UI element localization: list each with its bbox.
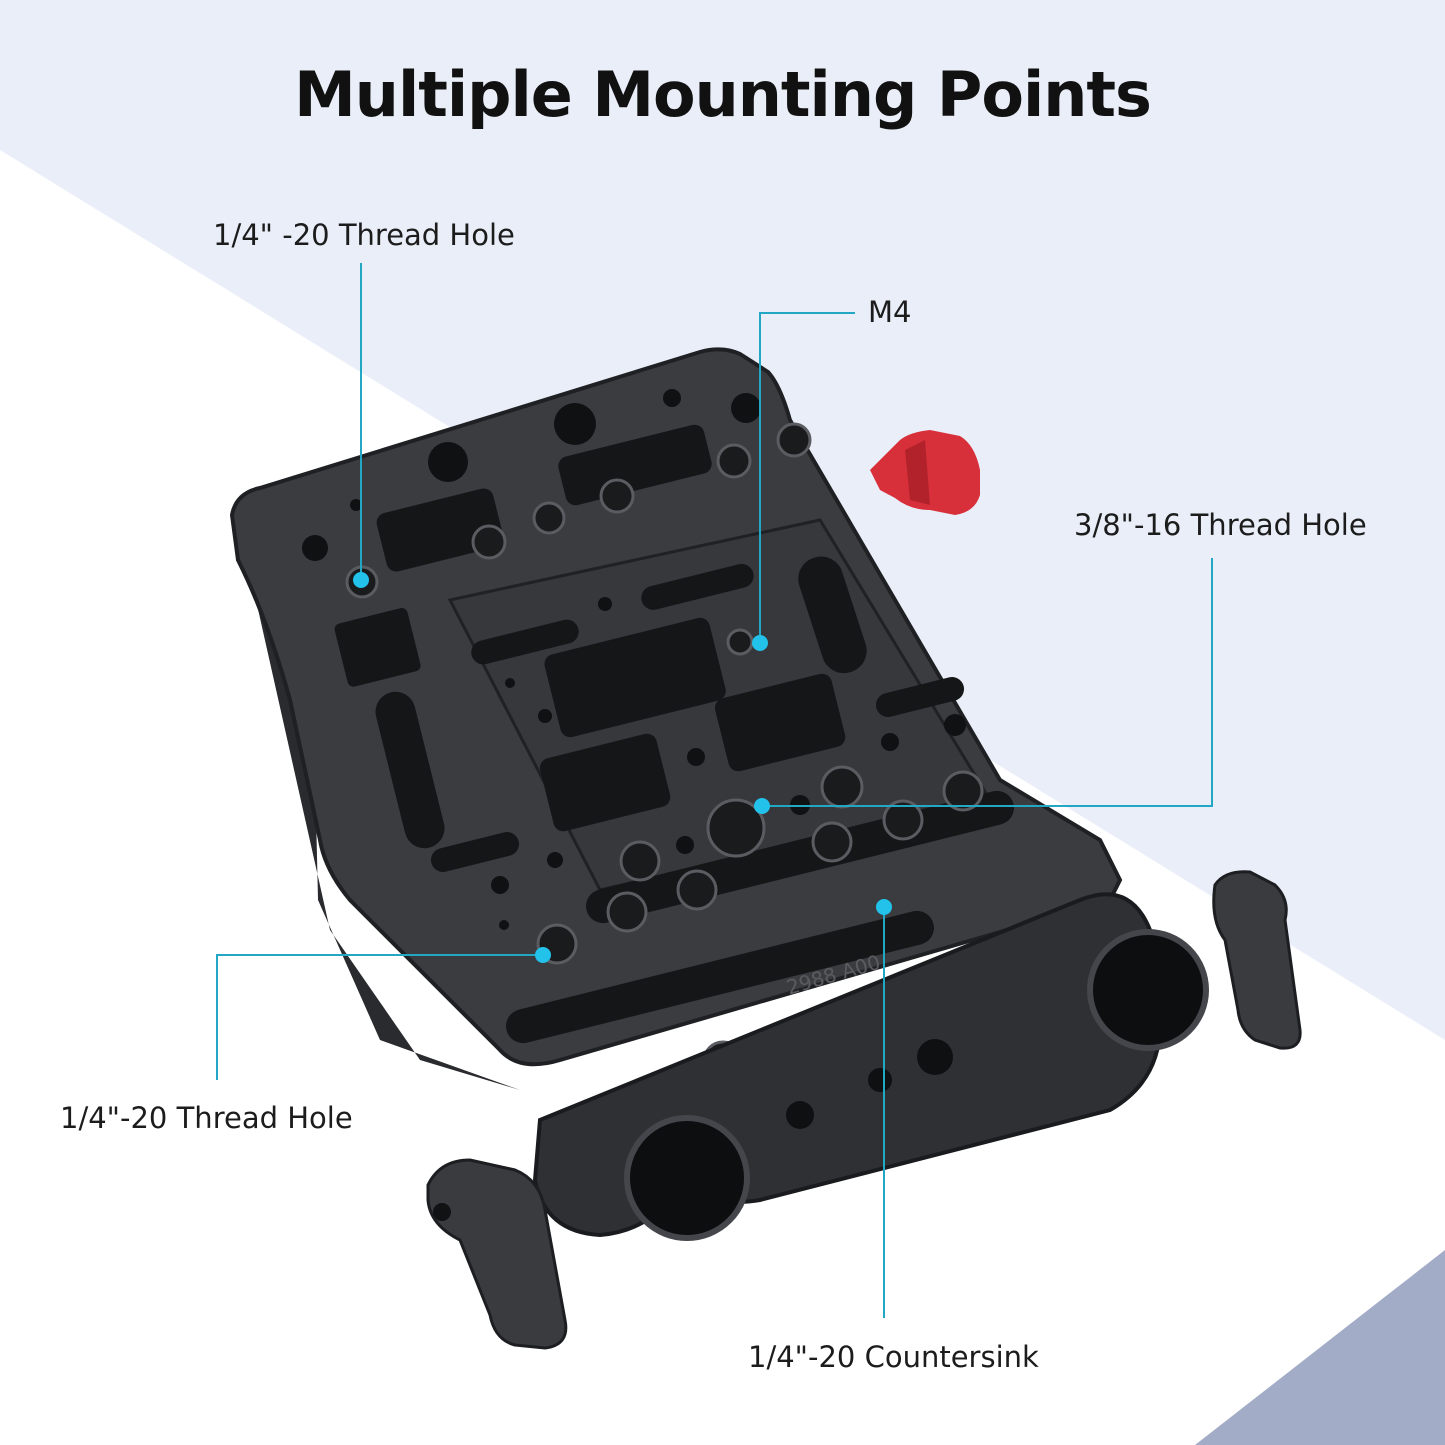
callout-m4: M4 <box>868 295 912 329</box>
clamp-lever-right <box>1212 870 1302 1050</box>
callout-quarter-inch-thread-left: 1/4"-20 Thread Hole <box>60 1101 353 1135</box>
dot-countersink <box>876 899 892 915</box>
callout-quarter-inch-thread-top: 1/4" -20 Thread Hole <box>213 218 515 252</box>
clamp-lever-left <box>426 1158 568 1350</box>
callout-three-eighths-thread: 3/8"-16 Thread Hole <box>1074 508 1367 542</box>
page-title: Multiple Mounting Points <box>294 58 1152 131</box>
leader-three-eighths <box>762 558 1213 807</box>
callout-leaders <box>216 263 1213 1318</box>
dot-quarter-inch-left <box>535 947 551 963</box>
rod-hole-right <box>1087 929 1209 1051</box>
clamp-side-holes <box>786 1039 953 1129</box>
rod-hole-left <box>624 1115 750 1241</box>
dot-quarter-inch-top <box>353 572 369 588</box>
dot-three-eighths <box>754 798 770 814</box>
leader-quarter-inch-left <box>216 954 543 1080</box>
callout-dots <box>353 572 892 963</box>
leader-m4 <box>759 312 855 643</box>
dot-m4 <box>752 635 768 651</box>
background-corner-accent <box>1195 1250 1445 1445</box>
callout-countersink: 1/4"-20 Countersink <box>748 1340 1039 1374</box>
red-knob <box>870 430 980 515</box>
